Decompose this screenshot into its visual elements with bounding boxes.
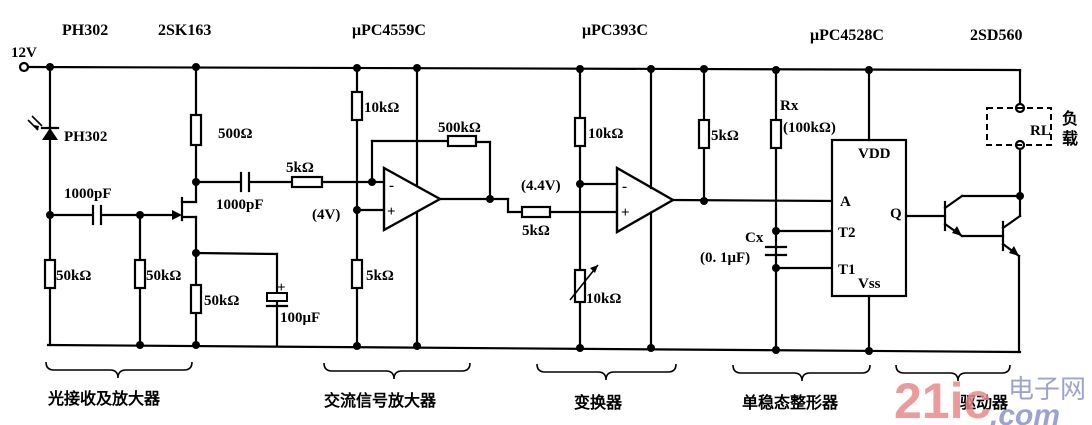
r50k-a-label: 50kΩ <box>56 268 91 284</box>
capacitor-100uf <box>265 292 289 308</box>
r10k-div-label: 10kΩ <box>364 100 399 116</box>
resistor-50k-a <box>43 258 57 290</box>
cx-name-label: Cx <box>745 230 764 246</box>
r500k-fb-label: 500kΩ <box>438 120 481 136</box>
photodiode-label: PH302 <box>64 129 107 145</box>
load-cn-2: 载 <box>1062 129 1078 148</box>
opamp2-plus: + <box>621 205 630 221</box>
v4-label: (4V) <box>312 207 340 223</box>
supply-terminal <box>18 61 30 73</box>
watermark-com: .com <box>990 399 1060 425</box>
r50k-b-label: 50kΩ <box>146 268 181 284</box>
photodiode <box>27 115 60 140</box>
r5k-cmp-label: 5kΩ <box>522 223 550 239</box>
capacitor-cx <box>764 245 788 257</box>
brace-ac-amp <box>323 362 471 380</box>
brace-receiver <box>45 361 193 379</box>
resistor-5k-div <box>350 258 364 290</box>
section-converter: 变换器 <box>574 393 623 412</box>
part-label-2sd560: 2SD560 <box>970 27 1022 44</box>
pin-t2: T2 <box>838 225 856 241</box>
resistor-5k-cmp <box>520 205 552 219</box>
load-box <box>986 107 1052 146</box>
pin-vdd: VDD <box>858 146 891 162</box>
r5k-in-label: 5kΩ <box>286 160 314 176</box>
c100u-label: 100μF <box>280 310 320 326</box>
jfet-2sk163 <box>172 196 198 222</box>
darlington-2sd560 <box>943 194 1022 258</box>
opamp1-minus: - <box>389 178 394 194</box>
wire <box>194 251 279 256</box>
junction <box>647 344 655 352</box>
cap-plus-label: + <box>277 280 286 296</box>
part-label-2sk163: 2SK163 <box>158 22 211 39</box>
section-receiver: 光接收及放大器 <box>47 389 161 408</box>
brace-monostable <box>732 364 871 382</box>
part-label-upc4559c: μPC4559C <box>352 22 426 39</box>
variable-resistor-10k <box>569 264 599 304</box>
brace-converter <box>536 363 677 381</box>
capacitor-1000pf-in <box>91 204 103 226</box>
resistor-5k-in <box>290 175 324 189</box>
part-label-upc393c: μPC393C <box>582 22 648 39</box>
junction <box>700 197 708 205</box>
brace-driver <box>895 364 1011 382</box>
section-monostable: 单稳态整形器 <box>742 393 839 412</box>
pin-a: A <box>840 194 851 210</box>
r10k-ref-label: 10kΩ <box>588 126 623 142</box>
supply-label: 12V <box>11 45 37 61</box>
junction <box>772 346 780 354</box>
vr10k-label: 10kΩ <box>586 291 621 307</box>
r5k-pull-label: 5kΩ <box>711 128 739 144</box>
opamp2-minus: - <box>622 179 627 195</box>
resistor-10k-div <box>350 90 364 122</box>
junction <box>865 347 873 355</box>
watermark-21ic: 21ic <box>894 373 991 425</box>
load-label: RL <box>1030 123 1051 139</box>
resistor-rx <box>769 118 783 150</box>
junction <box>576 344 584 352</box>
r5k-div-label: 5kΩ <box>366 268 394 284</box>
cap-in-label: 1000pF <box>64 186 112 202</box>
section-driver: 驱动器 <box>960 393 1009 412</box>
part-label-upc4528c: μPC4528C <box>810 27 884 44</box>
junction <box>136 341 144 349</box>
pin-vss: Vss <box>858 276 881 292</box>
resistor-10k-ref <box>573 116 587 148</box>
resistor-50k-c <box>189 283 203 315</box>
resistor-500k-fb <box>446 134 478 148</box>
junction <box>413 342 421 350</box>
junction <box>486 195 494 203</box>
watermark-cn: 电子网 <box>1008 375 1086 405</box>
rx-name-label: Rx <box>780 98 799 114</box>
resistor-5k-pull <box>697 118 711 150</box>
r500-label: 500Ω <box>218 126 253 142</box>
wire <box>671 198 838 203</box>
junction <box>192 341 200 349</box>
opamp1-plus: + <box>387 204 396 220</box>
capacitor-1000pf-out <box>239 171 251 193</box>
cap-out-label: 1000pF <box>216 197 264 213</box>
resistor-500 <box>189 113 203 147</box>
resistor-50k-b <box>133 258 147 290</box>
cx-value-label: (0. 1μF) <box>700 250 750 266</box>
section-ac-amp: 交流信号放大器 <box>324 391 437 410</box>
comparator-upc393c <box>615 165 676 235</box>
rx-value-label: (100kΩ) <box>783 120 836 136</box>
pin-t1: T1 <box>838 262 856 278</box>
pin-q: Q <box>890 206 902 222</box>
part-label-ph302: PH302 <box>62 22 108 39</box>
load-cn-1: 负 <box>1062 109 1078 128</box>
junction <box>353 342 361 350</box>
v44-label: (4.4V) <box>521 178 561 194</box>
ic-upc4528c <box>830 138 908 298</box>
ground-rail <box>46 343 1022 354</box>
r50k-c-label: 50kΩ <box>204 293 239 309</box>
opamp-upc4559c <box>382 165 443 233</box>
